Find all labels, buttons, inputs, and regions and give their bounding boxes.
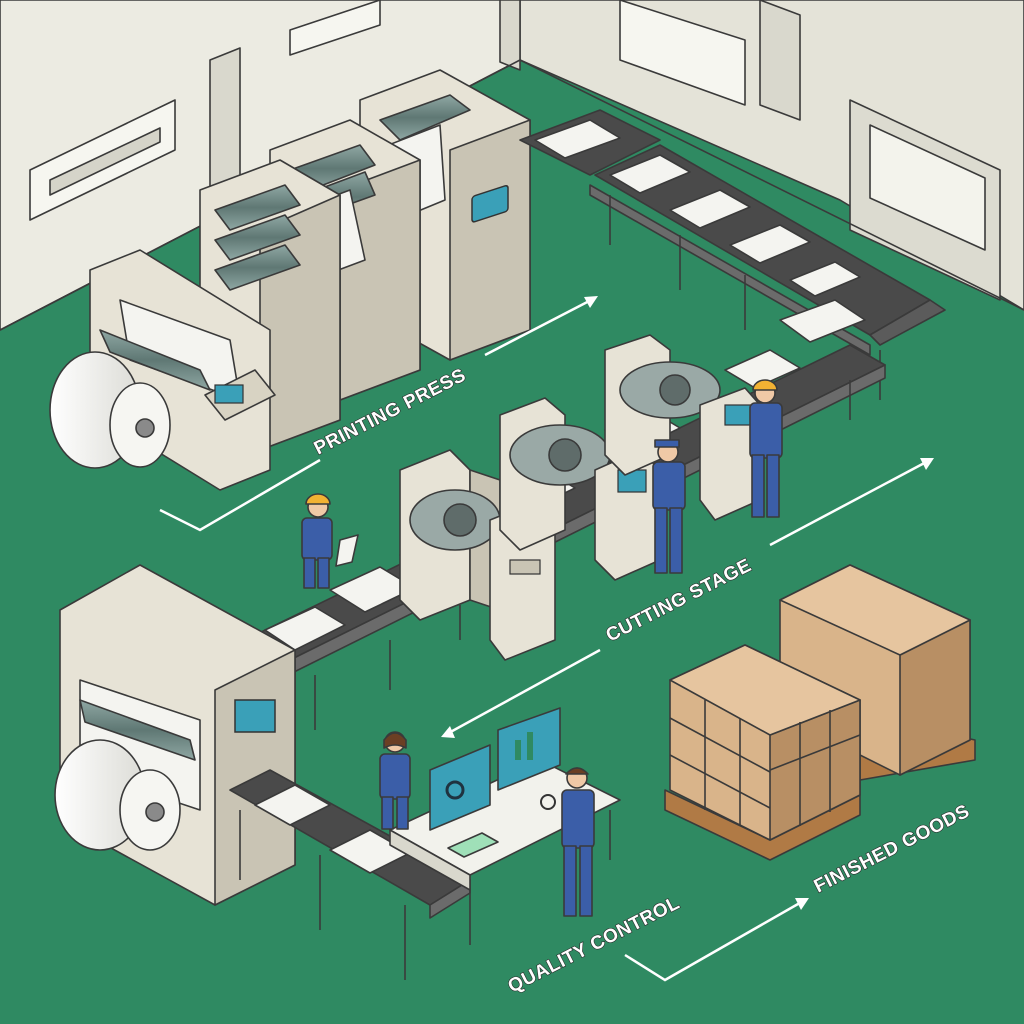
press-control-screen-2[interactable] bbox=[214, 384, 244, 404]
qc-desk bbox=[389, 707, 621, 945]
pallet-front bbox=[664, 644, 861, 861]
printing-press bbox=[49, 69, 531, 491]
cutter-3-screen[interactable] bbox=[724, 404, 752, 426]
magnifier-icon bbox=[445, 780, 465, 800]
worker-cutting-2 bbox=[652, 439, 686, 574]
helmet-icon bbox=[305, 493, 331, 505]
conveyor-top bbox=[519, 109, 946, 400]
worker-qc-1 bbox=[379, 731, 411, 830]
worker-cutting-1 bbox=[301, 493, 359, 589]
cutter-1-panel[interactable] bbox=[509, 559, 541, 575]
monitor-icon[interactable] bbox=[497, 707, 561, 791]
worker-cutting-3 bbox=[749, 379, 783, 518]
qc-conveyor bbox=[229, 769, 471, 980]
press-control-screen-1[interactable] bbox=[471, 184, 509, 223]
qc-machine-screen[interactable] bbox=[234, 699, 276, 733]
flow-arrow-icon bbox=[159, 296, 934, 982]
monitor-icon[interactable] bbox=[429, 744, 491, 831]
pallet-back bbox=[779, 564, 976, 781]
worker-qc-2 bbox=[540, 767, 595, 917]
cutter-2 bbox=[499, 397, 661, 581]
cutter-3 bbox=[604, 334, 761, 521]
